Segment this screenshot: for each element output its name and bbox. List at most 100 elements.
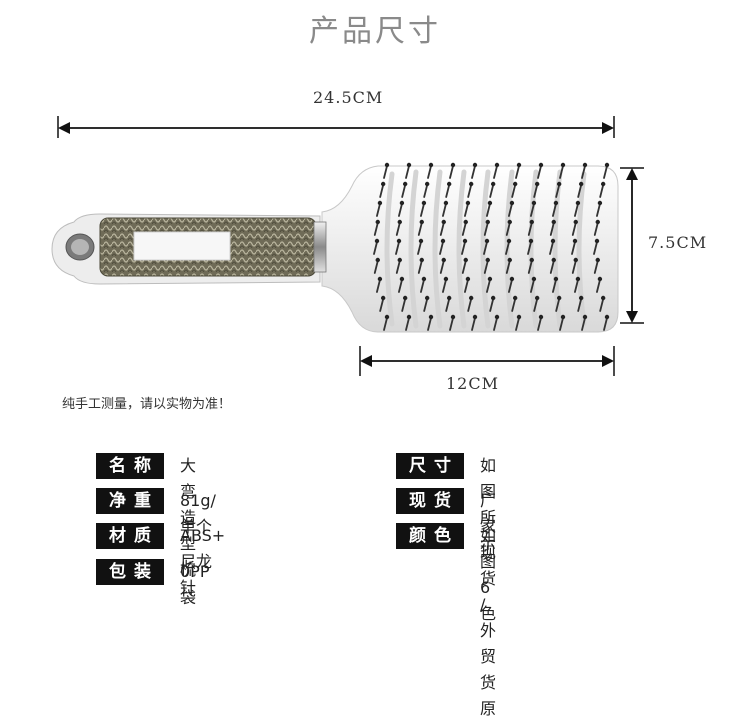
spec-value-color: 如图 6 色 (480, 526, 497, 623)
bristle (571, 260, 577, 274)
bristle-tip (597, 200, 603, 206)
bristle-tip (604, 314, 610, 320)
bristle-tip (595, 257, 600, 263)
bristle (508, 279, 513, 293)
bristle-tip (384, 162, 390, 168)
spec-key-stock: 现货 (396, 488, 464, 514)
bristle-tip (578, 295, 584, 301)
bristle-tip (573, 257, 578, 263)
bristle (505, 241, 510, 255)
page-title: 产品尺寸 (309, 14, 441, 49)
bristle-tip (468, 181, 474, 187)
bristle (383, 317, 388, 331)
head-width-dimension-label: 12CM (446, 374, 499, 393)
bristle (445, 298, 451, 312)
bristle (549, 260, 555, 274)
bristle (486, 279, 491, 293)
bristle-tip (538, 162, 544, 168)
bristle (574, 203, 579, 217)
bristle-tip (424, 295, 430, 301)
bristle (376, 203, 381, 217)
bristle-tip (494, 314, 500, 320)
bristle-tip (594, 238, 600, 244)
bristle-tip (485, 257, 490, 263)
bristle-tip (556, 181, 562, 187)
bristle (401, 298, 407, 312)
bristle (549, 241, 554, 255)
bristle (552, 279, 557, 293)
bristle-tip (375, 257, 380, 263)
bristle (505, 260, 511, 274)
bristle-tip (578, 181, 584, 187)
bristle-tip (560, 314, 566, 320)
bristle-tip (446, 181, 452, 187)
bristle-tip (418, 238, 424, 244)
bristle-tip (396, 238, 402, 244)
bristle-tip (424, 181, 430, 187)
bristle (493, 317, 498, 331)
bristle (511, 184, 517, 198)
bristle-tip (406, 162, 412, 168)
bristle (559, 165, 564, 179)
bristle-tip (399, 200, 405, 206)
bristle (423, 298, 429, 312)
bristle (571, 241, 576, 255)
bristle (537, 317, 542, 331)
bristle-tip (529, 219, 534, 225)
bristle (461, 241, 466, 255)
bristle-tip (507, 257, 512, 263)
bristle-tip (443, 200, 449, 206)
height-dimension-label: 7.5CM (648, 233, 708, 252)
bristle (581, 317, 586, 331)
spec-key-color: 颜色 (396, 523, 464, 549)
bristle (493, 165, 498, 179)
bristle (483, 241, 488, 255)
bristle (439, 222, 445, 236)
bristle-tip (604, 162, 610, 168)
bristle-tip (553, 276, 559, 282)
bristle-tip (575, 276, 581, 282)
bristle (527, 222, 533, 236)
bristle (533, 298, 539, 312)
bristle-tip (402, 181, 408, 187)
bristle-tip (575, 200, 581, 206)
bristle-tip (421, 200, 427, 206)
spec-value-name: 大弯造型梳 (180, 456, 197, 579)
bristle (555, 184, 561, 198)
bristle-tip (573, 219, 578, 225)
bristle (373, 260, 379, 274)
bristle-tip (534, 295, 540, 301)
bristle (527, 260, 533, 274)
bristle (405, 165, 410, 179)
spec-key-size: 尺寸 (396, 453, 464, 479)
bristle (376, 279, 381, 293)
bristle-tip (487, 200, 493, 206)
bristle-tip (597, 276, 603, 282)
bristle (603, 165, 608, 179)
bristle-tip (446, 295, 452, 301)
bristle-tip (443, 276, 449, 282)
bristle-tip (509, 200, 515, 206)
bristle-tip (600, 181, 606, 187)
bristle (423, 184, 429, 198)
bristle (405, 317, 410, 331)
bristle (530, 203, 535, 217)
bristle-tip (428, 314, 434, 320)
bristle (398, 203, 403, 217)
bristle-tip (494, 162, 500, 168)
bristle (511, 298, 517, 312)
bristle (577, 184, 583, 198)
bristle (574, 279, 579, 293)
spec-key-name: 名称 (96, 453, 164, 479)
bristle (581, 165, 586, 179)
bristle (427, 165, 432, 179)
bristle (515, 317, 520, 331)
bristle-tip (595, 219, 600, 225)
bristle (537, 165, 542, 179)
bristle (527, 241, 532, 255)
bristle (489, 184, 495, 198)
bristle-tip (512, 181, 518, 187)
bristle (471, 317, 476, 331)
spec-value-weight: 81g/ 单个 (180, 491, 216, 536)
bristle (395, 260, 401, 274)
